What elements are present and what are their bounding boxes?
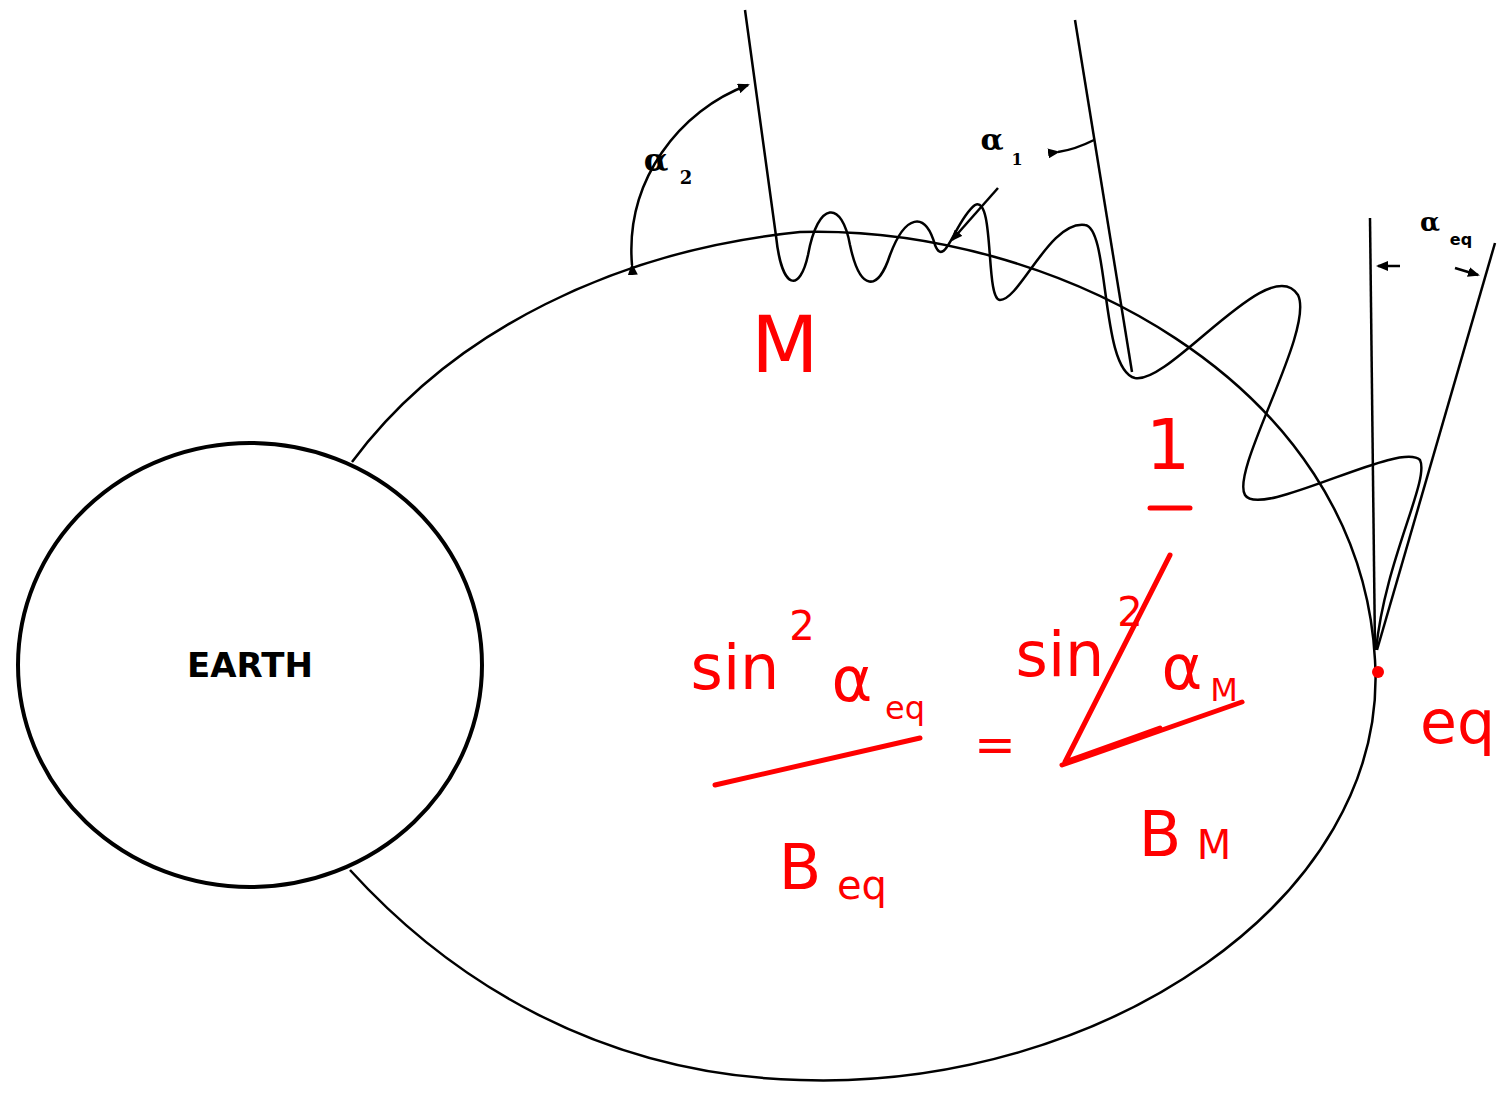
point-label: M <box>751 306 818 384</box>
angle-symbol: α <box>980 125 1003 155</box>
angle-subscript: 1 <box>1011 152 1022 168</box>
pitch-angle-line <box>1377 243 1495 650</box>
formula-text: α <box>832 649 873 711</box>
field-line <box>350 232 1376 1081</box>
angle-subscript: 2 <box>680 169 693 187</box>
angle-arrow <box>1378 265 1400 268</box>
formula-subscript: eq <box>885 692 925 724</box>
formula-text: sin <box>1016 624 1105 686</box>
formula-exponent: 2 <box>1117 592 1142 632</box>
fraction-bar <box>715 738 920 785</box>
node-label: EARTH <box>187 645 313 685</box>
underline <box>1150 506 1190 511</box>
formula-exponent: 2 <box>789 606 814 646</box>
angle-subscript: eq <box>1450 232 1472 248</box>
leader-line <box>952 188 998 240</box>
angle-symbol: α <box>1420 209 1440 235</box>
earth-circle: EARTH <box>15 440 485 890</box>
formula-equals: = <box>974 720 1016 770</box>
formula-text: α <box>1162 637 1203 699</box>
angle-symbol: α <box>644 144 669 176</box>
pitch-angle-line <box>1370 218 1375 650</box>
formula-text: B <box>779 837 822 899</box>
angle-arrow <box>1455 268 1478 275</box>
formula-subscript: M <box>1210 674 1238 706</box>
particle-trajectory <box>745 10 1421 650</box>
formula-text: B <box>1139 804 1182 866</box>
formula-subscript: eq <box>837 865 887 905</box>
pitch-angle-line <box>1075 20 1132 372</box>
point-label: eq <box>1420 692 1495 752</box>
angle-arc <box>1058 140 1094 152</box>
angle-arc <box>631 85 748 265</box>
annotation-number: 1 <box>1146 410 1191 480</box>
formula-text: sin <box>691 637 780 699</box>
formula-subscript: M <box>1197 825 1232 865</box>
equator-dot <box>1372 666 1384 678</box>
